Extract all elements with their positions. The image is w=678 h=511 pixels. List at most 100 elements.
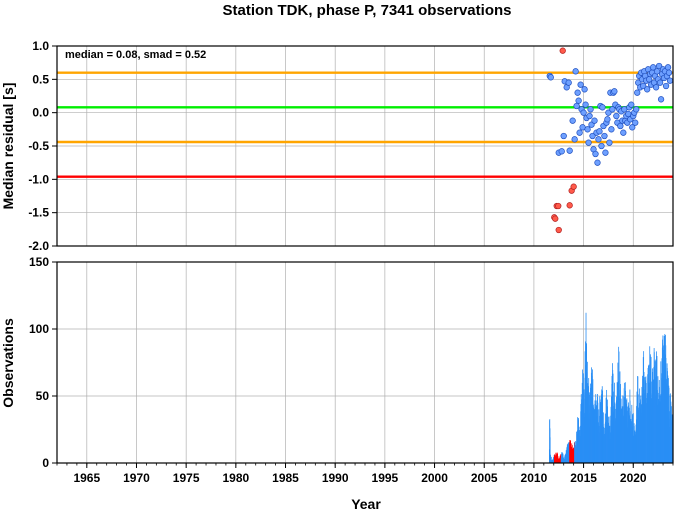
top-y-tick-label: -1.0 — [28, 172, 49, 186]
residual-point — [569, 117, 576, 124]
bottom-plot-area — [57, 262, 673, 463]
residual-point — [629, 124, 636, 131]
residual-point — [582, 101, 589, 108]
residual-point — [611, 88, 618, 95]
x-tick-label: 1990 — [322, 471, 349, 485]
x-tick-label: 2020 — [620, 471, 647, 485]
residual-point — [649, 64, 657, 71]
residual-point — [587, 106, 594, 113]
residual-point — [584, 126, 591, 133]
residual-panel: 1.0 0.5 0.0 -0.5 -1.0 -1.5 -2.0 median = 0.08, … — [28, 39, 674, 253]
observation-bar — [608, 416, 610, 463]
bottom-y-tick-label: 50 — [36, 389, 50, 403]
residual-point — [591, 117, 598, 124]
bottom-y-tick-label: 0 — [42, 456, 49, 470]
residual-point — [589, 132, 596, 140]
bottom-y-tick-label: 100 — [29, 322, 49, 336]
residual-point — [604, 116, 611, 123]
residual-point — [646, 76, 653, 83]
residual-point — [620, 129, 627, 136]
outlier-point — [570, 183, 577, 190]
residual-point — [586, 112, 593, 120]
residual-point — [558, 148, 565, 155]
top-y-tick-label: -2.0 — [28, 239, 49, 253]
top-plot-frame — [56, 45, 674, 247]
residual-point — [662, 82, 670, 90]
bottom-y-tick-label: 150 — [29, 255, 49, 269]
residual-point — [655, 62, 663, 70]
residual-point — [628, 101, 635, 108]
stats-annotation: median = 0.08, smad = 0.52 — [65, 49, 206, 61]
top-y-tick-label: 1.0 — [32, 39, 49, 53]
x-tick-label: 1970 — [123, 471, 150, 485]
residual-point — [601, 132, 608, 140]
residual-point — [633, 106, 640, 113]
residual-point — [656, 79, 664, 86]
residual-point — [608, 126, 615, 133]
observation-bar — [550, 457, 552, 463]
residual-point — [571, 136, 578, 143]
residual-point — [605, 109, 612, 116]
residual-point — [664, 64, 672, 71]
residual-point — [666, 77, 674, 84]
residual-point — [595, 136, 602, 143]
residual-point — [653, 68, 661, 75]
x-tick-label: 2010 — [521, 471, 548, 485]
outlier-point — [552, 215, 559, 222]
residual-point — [577, 81, 584, 88]
x-tick-label: 2000 — [421, 471, 448, 485]
residual-point — [657, 96, 665, 103]
bottom-plot-frame — [56, 261, 674, 464]
chart-title: Station TDK, phase P, 7341 observations — [223, 2, 512, 19]
residual-point — [634, 89, 641, 96]
residual-point — [640, 82, 647, 90]
residual-point — [566, 147, 573, 154]
residual-point — [652, 84, 660, 91]
residual-point — [602, 149, 609, 156]
top-y-axis-label: Median residual [s] — [0, 83, 16, 210]
residual-point — [594, 159, 601, 166]
residual-point — [572, 68, 579, 75]
residual-point — [585, 139, 592, 146]
residual-point — [560, 132, 567, 140]
residual-point — [613, 112, 620, 120]
residual-point — [632, 119, 639, 126]
residual-point — [575, 97, 582, 104]
observation-bar — [549, 437, 551, 463]
residual-point — [609, 106, 616, 113]
top-y-tick-label: -0.5 — [28, 139, 49, 153]
observations-panel: 1965 1970 1975 1980 1985 1990 1995 2000 2005 2010… — [29, 255, 674, 485]
outlier-point — [555, 202, 562, 210]
residual-point — [606, 139, 613, 146]
residual-point — [574, 89, 581, 96]
x-tick-label: 1965 — [73, 471, 100, 485]
residual-point — [598, 142, 605, 150]
x-tick-label: 2015 — [570, 471, 597, 485]
residual-point — [581, 86, 588, 93]
outlier-point — [559, 47, 566, 54]
residual-point — [547, 74, 554, 81]
residual-point — [596, 128, 603, 135]
residual-point — [580, 109, 587, 116]
x-axis-label: Year — [351, 496, 381, 511]
x-tick-label: 1980 — [222, 471, 249, 485]
residual-point — [665, 69, 673, 76]
x-tick-label: 1975 — [173, 471, 200, 485]
residual-point — [617, 122, 624, 130]
top-y-tick-label: 0.0 — [32, 106, 49, 120]
top-y-tick-label: 0.5 — [32, 72, 49, 86]
residual-point — [644, 86, 651, 93]
x-tick-label: 2005 — [471, 471, 498, 485]
bottom-y-axis-label: Observations — [0, 318, 16, 408]
residual-point — [592, 150, 599, 158]
residual-point — [599, 104, 606, 111]
outlier-point — [566, 202, 573, 209]
top-y-tick-label: -1.5 — [28, 206, 49, 220]
residual-point — [565, 79, 572, 86]
outlier-point — [555, 226, 562, 234]
x-tick-label: 1985 — [272, 471, 299, 485]
residual-point — [576, 129, 583, 136]
residual-point — [573, 102, 580, 110]
x-tick-label: 1995 — [372, 471, 399, 485]
